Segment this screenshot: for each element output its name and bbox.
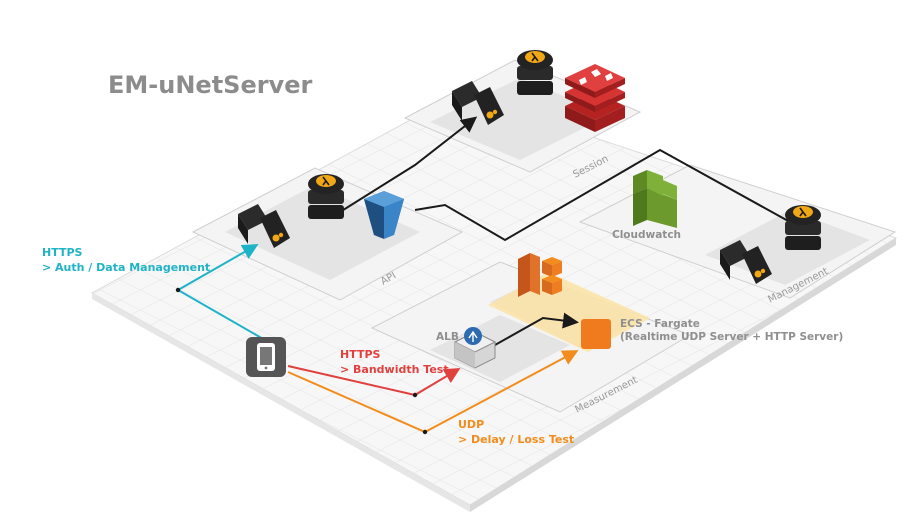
https-auth-joint — [175, 287, 181, 293]
api-gateway-icon — [238, 204, 290, 248]
https-auth-protocol: HTTPS — [42, 246, 83, 259]
cloudwatch-icon — [633, 170, 677, 228]
alb-label: ALB — [436, 331, 459, 343]
zone-api — [191, 167, 464, 301]
api-gateway-icon — [452, 81, 504, 125]
alb-to-fargate-line — [494, 312, 579, 346]
lambda-server-stack-icon — [517, 50, 553, 95]
udp-protocol: UDP — [458, 418, 484, 431]
cloudwatch-label: Cloudwatch — [612, 229, 681, 241]
ecs-fargate-label: ECS - Fargate — [620, 318, 700, 330]
lambda-server-stack-icon — [308, 174, 344, 219]
s3-bucket-icon — [364, 191, 404, 239]
https-bandwidth-joint — [412, 392, 418, 398]
fargate-task-icon — [581, 319, 611, 349]
ecs-icon — [518, 253, 562, 297]
backend-connections — [339, 116, 791, 346]
diagram-title: EM-uNetServer — [108, 71, 312, 99]
ecs-fargate-description: (Realtime UDP Server + HTTP Server) — [620, 331, 843, 343]
udp-purpose: > Delay / Loss Test — [458, 433, 574, 446]
load-balancer-icon — [453, 327, 497, 369]
https-bandwidth-protocol: HTTPS — [340, 348, 381, 361]
https-auth-purpose: > Auth / Data Management — [42, 261, 210, 274]
udp-joint — [422, 429, 428, 435]
lambda-server-stack-icon — [785, 205, 821, 250]
smartphone-icon — [246, 337, 286, 377]
session-to-management-line — [414, 148, 791, 242]
api-gateway-icon — [720, 240, 772, 284]
elasticache-icon — [565, 64, 625, 132]
https-bandwidth-purpose: > Bandwidth Test — [340, 363, 449, 376]
api-to-session-line — [339, 116, 478, 213]
